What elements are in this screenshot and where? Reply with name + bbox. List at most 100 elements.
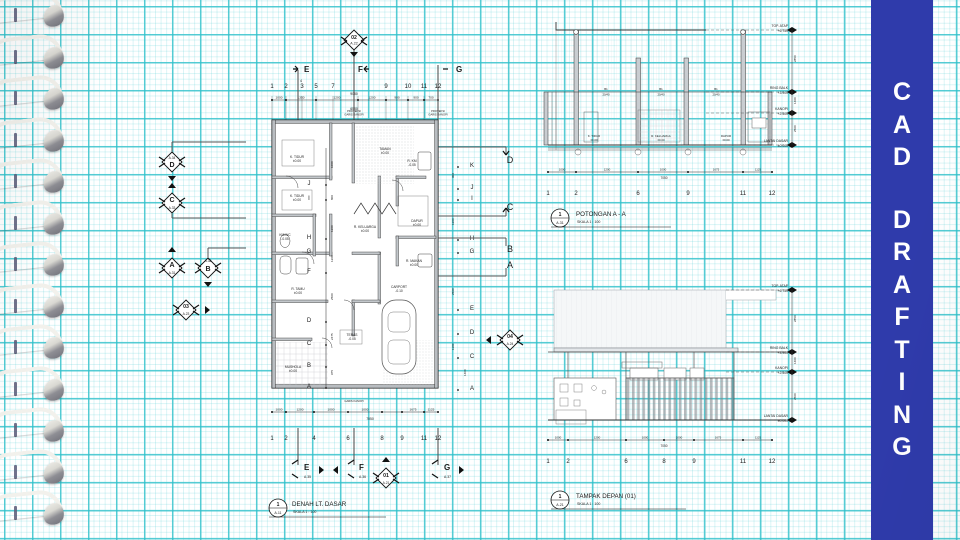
banner-char: D — [892, 143, 912, 172]
svg-text:C: C — [307, 341, 312, 347]
page-perforation — [14, 464, 17, 479]
spiral-ring — [0, 363, 72, 403]
banner-char: N — [892, 400, 912, 429]
svg-text:+2.500: +2.500 — [778, 371, 789, 375]
svg-text:9: 9 — [384, 84, 388, 90]
section-marker-G-bottom: G A.37 — [431, 459, 464, 479]
svg-text:5: 5 — [314, 84, 318, 90]
svg-text:3: 3 — [300, 84, 304, 90]
svg-text:1675: 1675 — [713, 167, 720, 171]
page-perforation — [14, 91, 17, 105]
svg-text:9: 9 — [692, 459, 696, 465]
banner-char: D — [892, 205, 912, 234]
svg-text:2850: 2850 — [793, 315, 797, 322]
page-perforation — [14, 49, 17, 64]
svg-text:+6.750: +6.750 — [778, 289, 789, 293]
section-marker-D-left: A.34 D — [158, 141, 246, 181]
svg-text:H: H — [307, 235, 311, 241]
svg-text:1000: 1000 — [555, 435, 562, 439]
svg-text:A.22: A.22 — [350, 42, 357, 46]
notebook-spiral-binding — [0, 0, 86, 540]
svg-text:K. TIDUR: K. TIDUR — [290, 155, 305, 159]
page-perforation — [14, 340, 17, 354]
svg-text:1400: 1400 — [793, 357, 797, 364]
section-title-block: 1 A.31 POTONGAN A - A SKALA 1 : 100 — [550, 208, 671, 228]
svg-text:D: D — [307, 318, 312, 324]
svg-text:R. MAKAN: R. MAKAN — [406, 259, 423, 263]
svg-text:6: 6 — [346, 436, 350, 442]
spiral-ring — [0, 280, 72, 320]
svg-text:E: E — [304, 65, 310, 74]
svg-text:±0.00: ±0.00 — [361, 229, 369, 233]
svg-text:A: A — [470, 386, 474, 392]
svg-text:G: G — [456, 65, 462, 74]
spiral-ring — [0, 197, 72, 237]
svg-text:1000: 1000 — [676, 435, 683, 439]
svg-text:C: C — [169, 197, 174, 204]
elevation-title: TAMPAK DEPAN (01) — [576, 493, 636, 500]
svg-text:10: 10 — [405, 84, 412, 90]
svg-text:1675: 1675 — [715, 435, 722, 439]
svg-text:D: D — [169, 162, 174, 169]
svg-text:R. TAMU: R. TAMU — [291, 287, 305, 291]
svg-text:1: 1 — [270, 84, 274, 90]
banner-char: I — [898, 368, 906, 397]
banner-char: T — [894, 335, 910, 364]
svg-text:+2.500: +2.500 — [778, 112, 789, 116]
svg-text:A.32: A.32 — [205, 259, 212, 263]
svg-text:F: F — [359, 463, 364, 472]
svg-text:-0.05: -0.05 — [281, 237, 289, 241]
svg-text:A.33: A.33 — [169, 206, 176, 210]
svg-text:1125: 1125 — [428, 407, 435, 411]
svg-text:12: 12 — [769, 459, 776, 465]
svg-text:B: B — [307, 363, 311, 369]
svg-text:GARIS KANOPI: GARIS KANOPI — [344, 399, 364, 403]
carport-car — [381, 299, 417, 375]
svg-text:1: 1 — [270, 436, 274, 442]
svg-text:1000: 1000 — [276, 95, 283, 99]
svg-text:1: 1 — [546, 459, 550, 465]
spiral-ring — [0, 156, 72, 195]
plan-room-labels: K. TIDUR±0.00 K. TIDUR±0.00 TAMAN±0.00 R… — [279, 147, 423, 373]
svg-text:C: C — [470, 354, 475, 360]
svg-text:KANOPI: KANOPI — [775, 366, 788, 370]
svg-text:1: 1 — [546, 191, 550, 197]
svg-text:800: 800 — [330, 195, 334, 200]
svg-text:1000: 1000 — [362, 407, 369, 411]
section-marker-A-left: A A.31 — [158, 247, 186, 279]
page-perforation — [14, 423, 17, 437]
svg-text:F: F — [307, 269, 311, 275]
svg-text:I: I — [471, 196, 473, 202]
svg-text:1400: 1400 — [793, 97, 797, 104]
svg-text:B: B — [205, 266, 210, 273]
svg-text:B1: B1 — [604, 87, 608, 91]
svg-text:DAPUR: DAPUR — [721, 134, 731, 138]
svg-text:KM/WC: KM/WC — [279, 233, 291, 237]
svg-text:K. TIDUR: K. TIDUR — [290, 194, 305, 198]
svg-text:2: 2 — [284, 84, 288, 90]
svg-text:1125: 1125 — [755, 435, 762, 439]
svg-text:A.34: A.34 — [169, 156, 176, 160]
plan-scale: SKALA 1 : 100 — [293, 510, 316, 514]
svg-text:900: 900 — [413, 95, 418, 99]
svg-text:CARPORT: CARPORT — [391, 285, 407, 289]
svg-text:+6.750: +6.750 — [778, 29, 789, 33]
svg-text:-0.05: -0.05 — [348, 337, 356, 341]
svg-text:B: B — [507, 244, 513, 254]
page-perforation — [14, 298, 17, 313]
svg-text:+3.900: +3.900 — [778, 351, 789, 355]
svg-text:04: 04 — [507, 334, 513, 340]
svg-text:A.31: A.31 — [169, 271, 176, 275]
svg-text:8: 8 — [380, 436, 384, 442]
svg-text:TERAS: TERAS — [347, 333, 359, 337]
svg-text:2475: 2475 — [330, 333, 334, 340]
svg-text:A.35: A.35 — [304, 475, 311, 479]
svg-text:PROYEKSI: PROYEKSI — [347, 109, 361, 113]
svg-text:11: 11 — [740, 191, 747, 197]
svg-text:01: 01 — [383, 473, 389, 479]
svg-text:RING BALK: RING BALK — [770, 346, 789, 350]
spiral-ring — [0, 31, 72, 71]
svg-text:2500: 2500 — [793, 393, 797, 400]
